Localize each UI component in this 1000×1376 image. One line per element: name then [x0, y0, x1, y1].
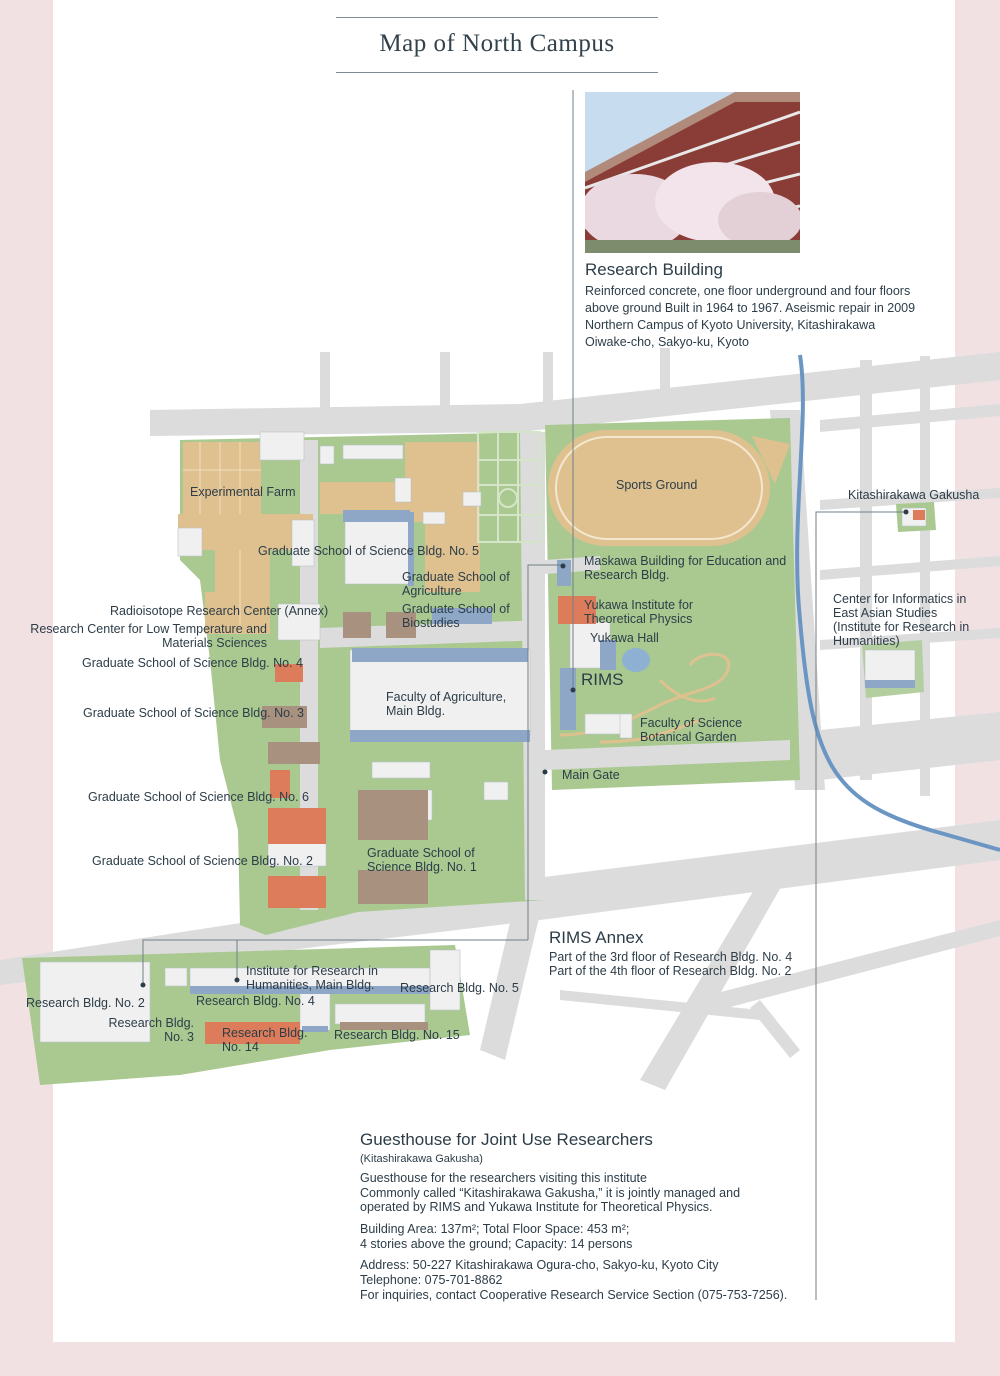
research-building-heading: Research Building — [585, 260, 723, 279]
label-grad-sci-4: Graduate School of Science Bldg. No. 4 — [82, 656, 303, 670]
rims-annex-description: Part of the 3rd floor of Research Bldg. … — [549, 950, 792, 978]
label-line: Yukawa Institute for — [584, 598, 694, 612]
label-grad-sci-5: Graduate School of Science Bldg. No. 5 — [258, 544, 479, 558]
label-line: Part of the 4th floor of Research Bldg. … — [549, 964, 792, 978]
label-grad-sci-2: Graduate School of Science Bldg. No. 2 — [92, 854, 313, 868]
label-grad-agriculture: Graduate School of Agriculture — [402, 570, 510, 598]
description-line: Oiwake-cho, Sakyo-ku, Kyoto — [585, 335, 749, 349]
buildings-brown — [262, 612, 428, 1030]
label-maskawa-building: Maskawa Building for Education and Resea… — [584, 554, 786, 582]
page-title: Map of North Campus — [379, 30, 615, 57]
label-line: Center for Informatics in — [833, 592, 967, 606]
description-line: above ground Built in 1964 to 1967. Asei… — [585, 301, 916, 315]
label-line: Main Bldg. — [386, 704, 446, 718]
label-line: Graduate School of — [402, 602, 510, 616]
label-line: Maskawa Building for Education and — [584, 554, 787, 568]
label-line: Humanities) — [833, 634, 900, 648]
title-rule-box: Map of North Campus — [336, 17, 658, 73]
garden-grid — [477, 431, 541, 543]
research-building-description: Reinforced concrete, one floor undergrou… — [585, 283, 915, 351]
label-research-bldg-14: Research Bldg. No. 14 — [222, 1026, 307, 1054]
label-research-bldg-4: Research Bldg. No. 4 — [196, 994, 315, 1008]
label-line: Research Center for Low Temperature and — [30, 622, 267, 636]
description-line: Address: 50-227 Kitashirakawa Ogura-cho,… — [360, 1258, 719, 1272]
label-line: Research Bldg. — [222, 1026, 308, 1040]
description-line: Reinforced concrete, one floor undergrou… — [585, 284, 911, 298]
label-main-gate: Main Gate — [562, 768, 620, 782]
label-line: Theoretical Physics — [584, 612, 693, 626]
buildings-orange — [205, 510, 925, 1044]
label-experimental-farm: Experimental Farm — [190, 485, 296, 499]
label-line: Faculty of Agriculture, — [386, 690, 507, 704]
label-research-bldg-2: Research Bldg. No. 2 — [26, 996, 145, 1010]
description-line: 4 stories above the ground; Capacity: 14… — [360, 1237, 633, 1251]
label-grad-sci-3: Graduate School of Science Bldg. No. 3 — [83, 706, 304, 720]
label-low-temperature-center: Research Center for Low Temperature and … — [17, 622, 267, 650]
label-line: Agriculture — [402, 584, 462, 598]
rims-annex-heading: RIMS Annex — [549, 928, 644, 947]
description-line: Guesthouse for the researchers visiting … — [360, 1171, 647, 1185]
buildings-blue — [190, 510, 915, 1032]
experimental-farm-fields — [178, 442, 480, 634]
description-line: Commonly called “Kitashirakawa Gakusha,”… — [360, 1185, 741, 1200]
label-faculty-agriculture: Faculty of Agriculture, Main Bldg. — [386, 690, 506, 718]
guesthouse-subtitle: (Kitashirakawa Gakusha) — [360, 1153, 483, 1165]
label-line: Graduate School of — [367, 846, 475, 860]
label-sports-ground: Sports Ground — [616, 478, 698, 492]
label-research-bldg-3: Research Bldg. No. 3 — [90, 1016, 194, 1044]
label-line: Institute for Research in — [246, 964, 379, 978]
description-line: Northern Campus of Kyoto University, Kit… — [585, 318, 876, 332]
river — [795, 354, 1000, 852]
label-line: No. 3 — [164, 1030, 194, 1044]
guesthouse-description: Guesthouse for the researchers visiting … — [360, 1171, 740, 1215]
guesthouse-heading: Guesthouse for Joint Use Researchers — [360, 1130, 653, 1149]
label-grad-biostudies: Graduate School of Biostudies — [402, 602, 510, 630]
label-kitashirakawa-gakusha: Kitashirakawa Gakusha — [848, 488, 980, 502]
sports-ground — [548, 430, 790, 546]
description-line: operated by RIMS and Yukawa Institute fo… — [360, 1200, 713, 1214]
leader-dots — [140, 509, 909, 988]
label-line: Biostudies — [402, 616, 460, 630]
label-line: East Asian Studies — [833, 606, 938, 620]
label-line: Humanities, Main Bldg. — [246, 978, 375, 992]
guesthouse-area: Building Area: 137m²; Total Floor Space:… — [360, 1222, 632, 1252]
label-botanical-garden: Faculty of Science Botanical Garden — [640, 716, 742, 744]
label-line: No. 14 — [222, 1040, 259, 1054]
description-line: Building Area: 137m²; Total Floor Space:… — [360, 1222, 630, 1236]
label-grad-sci-6: Graduate School of Science Bldg. No. 6 — [88, 790, 309, 804]
label-center-informatics: Center for Informatics in East Asian Stu… — [833, 592, 969, 648]
description-line: Telephone: 075-701-8862 — [360, 1273, 503, 1287]
label-line: Botanical Garden — [640, 730, 737, 744]
label-yukawa-institute: Yukawa Institute for Theoretical Physics — [584, 598, 693, 626]
pond — [622, 648, 650, 672]
label-radioisotope: Radioisotope Research Center (Annex) — [110, 604, 329, 618]
label-line: Graduate School of — [402, 570, 510, 584]
label-institute-humanities: Institute for Research in Humanities, Ma… — [246, 964, 378, 992]
leader-lines — [142, 90, 906, 1300]
label-grad-sci-1: Graduate School of Science Bldg. No. 1 — [367, 846, 477, 874]
research-building-photo — [585, 92, 800, 253]
label-line: Science Bldg. No. 1 — [367, 860, 477, 874]
label-line: Faculty of Science — [640, 716, 743, 730]
label-rims: RIMS — [581, 670, 624, 689]
label-line: (Institute for Research in — [833, 620, 970, 634]
label-yukawa-hall: Yukawa Hall — [590, 631, 659, 645]
guesthouse-contact: Address: 50-227 Kitashirakawa Ogura-cho,… — [360, 1258, 787, 1303]
label-line: Materials Sciences — [162, 636, 267, 650]
label-line: Part of the 3rd floor of Research Bldg. … — [549, 950, 793, 964]
label-research-bldg-5: Research Bldg. No. 5 — [400, 981, 519, 995]
label-line: Research Bldg. — [108, 1016, 194, 1030]
label-research-bldg-15: Research Bldg. No. 15 — [334, 1028, 460, 1042]
label-line: Research Bldg. — [584, 568, 670, 582]
description-line: For inquiries, contact Cooperative Resea… — [360, 1288, 788, 1302]
